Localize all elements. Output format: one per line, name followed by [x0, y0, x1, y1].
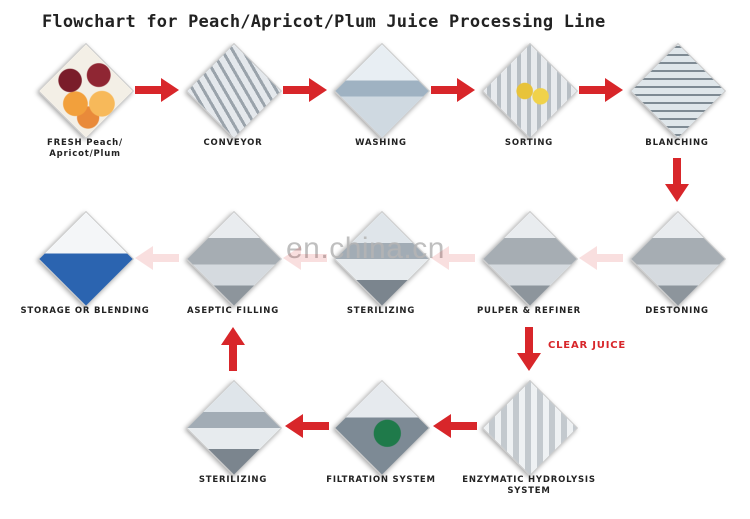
pulper-refiner-image: [481, 210, 579, 308]
red-arrow-icon: [579, 78, 623, 102]
red-arrow-icon: [221, 327, 245, 371]
step-washing-label: WASHING: [355, 138, 407, 148]
step-filtration-label: FILTRATION SYSTEM: [326, 475, 436, 485]
step-fresh-fruit-label: FRESH Peach/ Apricot/Plum: [47, 138, 123, 159]
page-title: Flowchart for Peach/Apricot/Plum Juice P…: [42, 12, 606, 32]
step-blanching: [627, 40, 727, 140]
clear-juice-label: CLEAR JUICE: [548, 340, 626, 351]
step-sterilizing-bottom: [183, 377, 283, 477]
step-enzymatic-hydrolysis-label: ENZYMATIC HYDROLYSIS SYSTEM: [462, 475, 596, 496]
fresh-fruit-image: [37, 42, 135, 140]
red-arrow-icon: [135, 78, 179, 102]
red-arrow-icon: [579, 246, 623, 270]
step-fresh-fruit: [35, 40, 135, 140]
step-sorting-label: SORTING: [504, 138, 554, 148]
step-storage: [35, 208, 135, 308]
red-arrow-icon: [283, 78, 327, 102]
watermark: en.china.cn: [286, 232, 445, 265]
red-arrow-icon: [431, 246, 475, 270]
step-destoning-label: DESTONING: [645, 306, 709, 316]
step-destoning: [627, 208, 727, 308]
step-aseptic-filling: [183, 208, 283, 308]
sterilizing-bottom-image: [185, 379, 283, 477]
red-arrow-icon: [665, 158, 689, 202]
storage-image: [37, 210, 135, 308]
step-sterilizing-mid-label: STERILIZING: [346, 306, 416, 316]
step-sterilizing-bottom-label: STERILIZING: [198, 475, 268, 485]
aseptic-filling-image: [185, 210, 283, 308]
step-enzymatic-hydrolysis: [479, 377, 579, 477]
step-storage-label: STORAGE OR BLENDING: [20, 306, 150, 316]
blanching-image: [629, 42, 727, 140]
step-washing: [331, 40, 431, 140]
step-conveyor-label: CONVEYOR: [203, 138, 263, 148]
step-pulper-refiner: [479, 208, 579, 308]
conveyor-image: [185, 42, 283, 140]
step-pulper-refiner-label: PULPER & REFINER: [476, 306, 582, 316]
red-arrow-icon: [433, 414, 477, 438]
sorting-image: [481, 42, 579, 140]
red-arrow-icon: [285, 414, 329, 438]
step-blanching-label: BLANCHING: [645, 138, 709, 148]
washing-image: [333, 42, 431, 140]
destoning-image: [629, 210, 727, 308]
red-arrow-icon: [283, 246, 327, 270]
red-arrow-icon: [135, 246, 179, 270]
red-arrow-icon: [517, 327, 541, 371]
filtration-image: [333, 379, 431, 477]
red-arrow-icon: [431, 78, 475, 102]
enzymatic-hydrolysis-image: [481, 379, 579, 477]
step-aseptic-filling-label: ASEPTIC FILLING: [187, 306, 279, 316]
step-filtration: [331, 377, 431, 477]
step-sorting: [479, 40, 579, 140]
step-conveyor: [183, 40, 283, 140]
